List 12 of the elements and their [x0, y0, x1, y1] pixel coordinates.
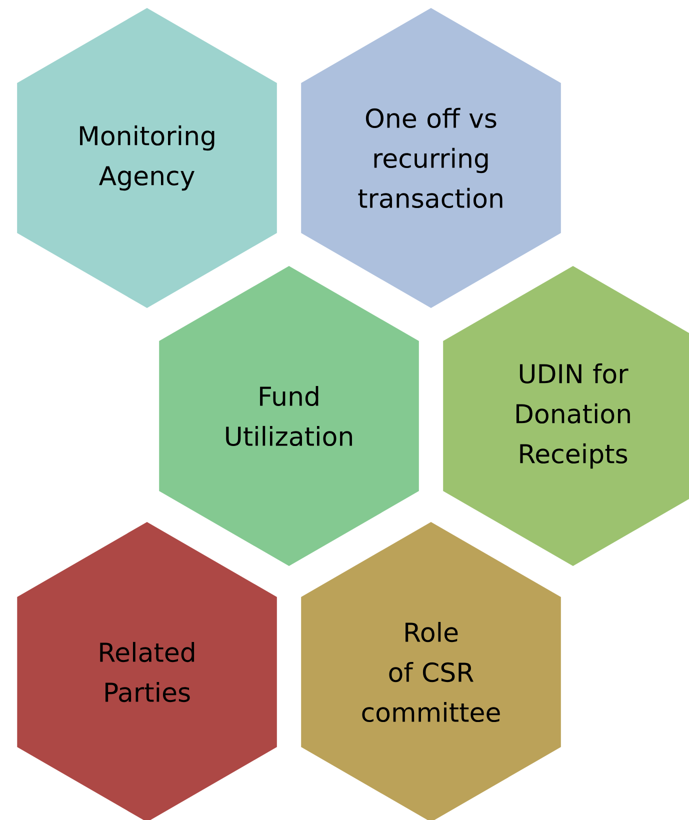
hexagon-label: One off vs recurring transaction: [358, 108, 502, 208]
hexagon: [159, 266, 419, 566]
hexagon-label: Fund Utilization: [226, 386, 352, 446]
hexagon-label: Monitoring Agency: [80, 125, 214, 191]
hexagon: [17, 8, 277, 308]
hexagon: [301, 8, 561, 308]
hexagon-label: UDIN for Donation Receipts: [516, 363, 630, 469]
hexagon: [443, 266, 689, 566]
hexagon-label: Related Parties: [100, 642, 194, 702]
hexagon: [17, 522, 277, 820]
hexagon-label: Role of CSR committee: [362, 622, 500, 722]
hexagon: [301, 522, 561, 820]
